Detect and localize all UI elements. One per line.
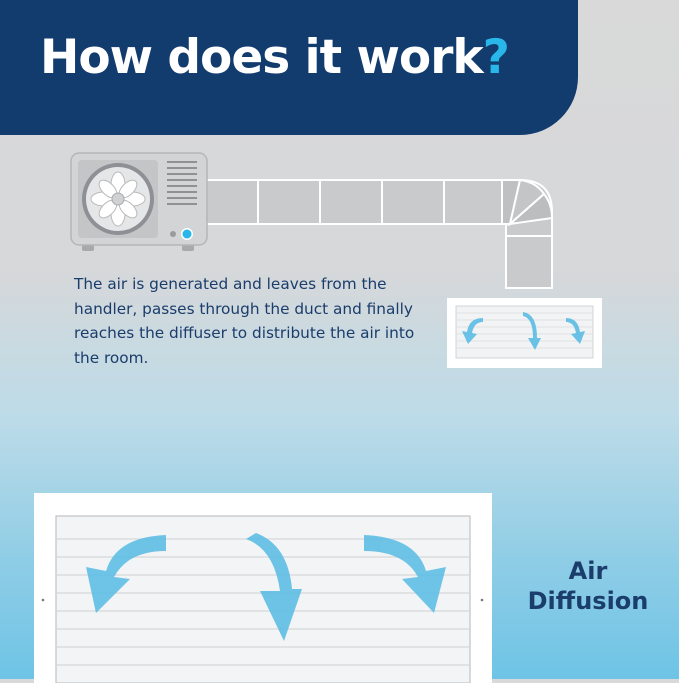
small-diffuser-illustration (447, 298, 602, 368)
question-mark: ? (482, 30, 510, 85)
page-title: How does it work? (40, 30, 510, 85)
label-line-2: Diffusion (527, 587, 649, 615)
large-diffuser-illustration (34, 493, 492, 683)
air-diffusion-label: Air Diffusion (518, 556, 658, 616)
header-banner: How does it work? (0, 0, 578, 135)
title-text: How does it work (40, 30, 484, 85)
ac-unit-illustration (70, 152, 208, 251)
duct-illustration (189, 178, 554, 289)
label-line-1: Air (568, 557, 608, 585)
description-text: The air is generated and leaves from the… (74, 275, 415, 367)
